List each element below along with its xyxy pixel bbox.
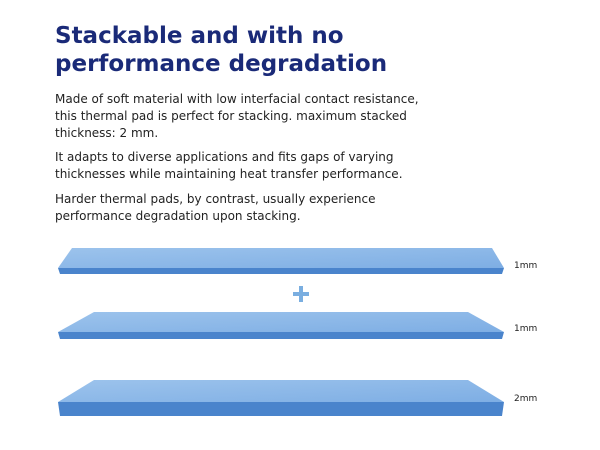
thermal-pad-2mm [58, 380, 504, 420]
paragraph-line: Made of soft material with low interfaci… [55, 92, 419, 106]
thickness-label-pad-2: 1mm [514, 324, 538, 334]
paragraph-line: Harder thermal pads, by contrast, usuall… [55, 192, 376, 206]
headline: Stackable and with no performance degrad… [55, 22, 415, 78]
thickness-label-pad-1: 1mm [514, 261, 538, 271]
thickness-label-pad-3: 2mm [514, 394, 538, 404]
paragraph-line: thickness: 2 mm. [55, 126, 159, 140]
paragraph-line: this thermal pad is perfect for stacking… [55, 109, 407, 123]
headline-line-1: Stackable and with no [55, 23, 344, 49]
thermal-pad-1mm-middle [58, 312, 504, 342]
paragraph-harder-pads: Harder thermal pads, by contrast, usuall… [55, 191, 435, 225]
paragraph-line: It adapts to diverse applications and fi… [55, 150, 394, 164]
plus-icon [291, 284, 311, 304]
paragraph-line: thicknesses while maintaining heat trans… [55, 167, 403, 181]
headline-line-2: performance degradation [55, 51, 388, 77]
thermal-pad-1mm-top [58, 248, 504, 278]
paragraph-line: performance degradation upon stacking. [55, 209, 301, 223]
paragraph-stacking: Made of soft material with low interfaci… [55, 91, 435, 142]
paragraph-adapts: It adapts to diverse applications and fi… [55, 149, 435, 183]
